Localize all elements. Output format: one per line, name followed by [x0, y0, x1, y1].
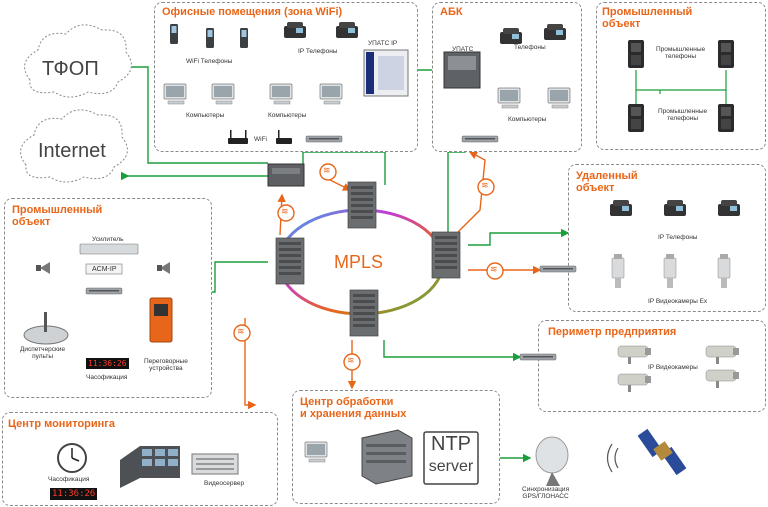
satellite-icon	[637, 428, 687, 476]
wireless-icon: ≋	[490, 264, 498, 274]
upats-icon	[443, 51, 481, 89]
abk-switch-icon	[461, 135, 499, 143]
perimeter-zone	[538, 320, 766, 412]
office-title: Офисные помещения (зона WiFi)	[162, 6, 343, 18]
ip-phones-label: IP Телефоны	[298, 48, 338, 55]
wireless-icon: ≋	[281, 206, 289, 216]
mpls-label: MPLS	[334, 252, 384, 272]
link-perimeter	[383, 340, 522, 362]
intercom-label: Переговорные устройства	[144, 358, 188, 372]
remote-title: Удаленный объект	[576, 170, 638, 194]
abk-title: АБК	[440, 6, 463, 18]
ex-camera-icon	[611, 253, 731, 289]
ip-phone-icon	[284, 22, 358, 38]
remote-phone-icon	[610, 200, 740, 216]
abk-phones-label: Телефоны	[514, 44, 546, 51]
wireless-icon: ≋	[347, 355, 355, 365]
monitoring-title: Центр мониторинга	[8, 418, 115, 430]
perimeter-cameras-label: IP Видеокамеры	[648, 364, 698, 371]
monitoring-digital-clock: 11:36:26	[50, 488, 98, 500]
industrial-switch-icon	[85, 287, 123, 295]
wifi-phone-icon	[170, 24, 248, 48]
abk-phone-icon	[500, 24, 566, 44]
ntp-server-box	[423, 431, 479, 485]
signal-waves-icon	[606, 443, 619, 473]
wireless-icon: ≋	[481, 180, 489, 190]
monitoring-clock-label: Часофикация	[48, 476, 90, 483]
upats-ip-icon	[363, 49, 409, 97]
satellite-dish-icon	[535, 436, 569, 486]
abk-computers-label: Компьютеры	[508, 116, 547, 123]
wifi-label: WiFi	[254, 136, 267, 143]
video-wall-icon	[120, 446, 180, 488]
remote-switch-icon	[539, 265, 577, 273]
video-server-icon	[191, 453, 239, 475]
wireless-icon: ≋	[237, 326, 245, 336]
internet-cloud	[20, 109, 128, 183]
link-pstn	[123, 62, 268, 164]
industrial-top-title: Промышленный объект	[602, 6, 693, 30]
ntp-line2: server	[428, 458, 474, 475]
office-switch-icon	[305, 135, 343, 143]
link-remote	[468, 228, 570, 246]
sync-label: Синхронизация GPS/ГЛОНАСС	[522, 486, 570, 500]
clock-sync-label: Часофикация	[86, 374, 128, 381]
acm-ip-label: ACM-IP	[92, 266, 117, 273]
industrial-left-title: Промышленный объект	[12, 204, 103, 228]
mpls-core-south-icon	[349, 289, 379, 337]
datacenter-computer-icon	[304, 441, 328, 463]
speaker-icon	[36, 262, 170, 274]
dispatcher-label: Диспетчерские пульты	[20, 346, 66, 360]
digital-clock-display: 11:36:26	[86, 358, 129, 369]
industrial-top-zone	[596, 2, 766, 150]
mpls-core-east-icon	[431, 231, 461, 279]
datacenter-title: Центр обработки и хранения данных	[300, 396, 407, 420]
perimeter-title: Периметр предприятия	[548, 326, 677, 338]
dispatcher-console-icon	[23, 312, 69, 345]
upats-label: УПАТС	[452, 46, 474, 53]
pstn-cloud	[24, 24, 132, 98]
mpls-core-west-icon	[275, 237, 305, 285]
computers-right-label: Компьютеры	[268, 112, 307, 119]
upats-ip-label: УПАТС IP	[368, 40, 398, 47]
wireless-icon: ≋	[323, 165, 331, 175]
mpls-core-north-icon	[347, 181, 377, 229]
computers-left-label: Компьютеры	[186, 112, 225, 119]
ex-cameras-label: IP Видеокамеры Ex	[648, 298, 708, 305]
amplifier-icon	[79, 243, 139, 255]
amplifier-label: Усилитель	[92, 236, 124, 243]
router-icon	[267, 163, 305, 187]
computer-icon	[163, 83, 343, 105]
storage-server-icon	[361, 429, 413, 485]
wall-clock-icon	[57, 443, 87, 473]
acm-ip-icon	[85, 263, 123, 275]
intercom-icon	[149, 297, 173, 343]
wifi-router-icon	[228, 130, 292, 144]
wifi-phones-label: WiFi Телефоны	[186, 58, 233, 65]
internet-label: Internet	[38, 140, 106, 162]
abk-computer-icon	[497, 87, 571, 109]
industrial-phones-top-label: Промышленные телефоны	[656, 46, 706, 60]
perimeter-switch-icon	[519, 353, 557, 361]
pstn-label: ТФОП	[42, 58, 99, 80]
industrial-phones-bottom-label: Промышленные телефоны	[658, 108, 708, 122]
remote-ip-phones-label: IP Телефоны	[658, 234, 698, 241]
ntp-line1: NTP	[431, 433, 471, 455]
video-server-label: Видеосервер	[204, 480, 245, 487]
